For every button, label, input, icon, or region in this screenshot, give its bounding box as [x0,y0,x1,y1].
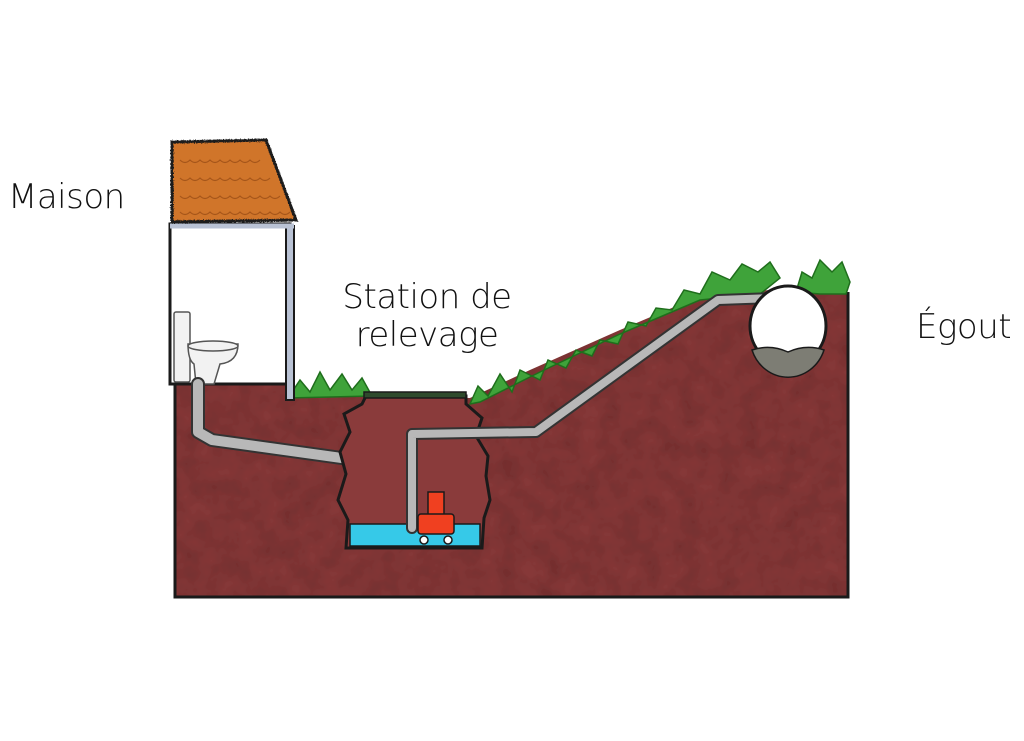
sewer-label: Égout [916,307,1012,347]
ground-outline [173,292,850,599]
house-label: Maison [8,177,125,217]
house-side-wall [285,225,295,401]
lift-station-label-line1: Station de [342,277,512,317]
ground-soil [175,290,848,597]
sewer-water [751,346,825,378]
toilet-icon [173,311,239,385]
pump-icon [417,491,455,545]
inlet-pipe [191,377,363,467]
tank-lid [363,391,467,399]
lift-station-label: Station de relevage [342,278,512,354]
lift-station-label-line2: relevage [355,315,499,355]
sewer-main [748,284,828,378]
house [168,138,299,401]
